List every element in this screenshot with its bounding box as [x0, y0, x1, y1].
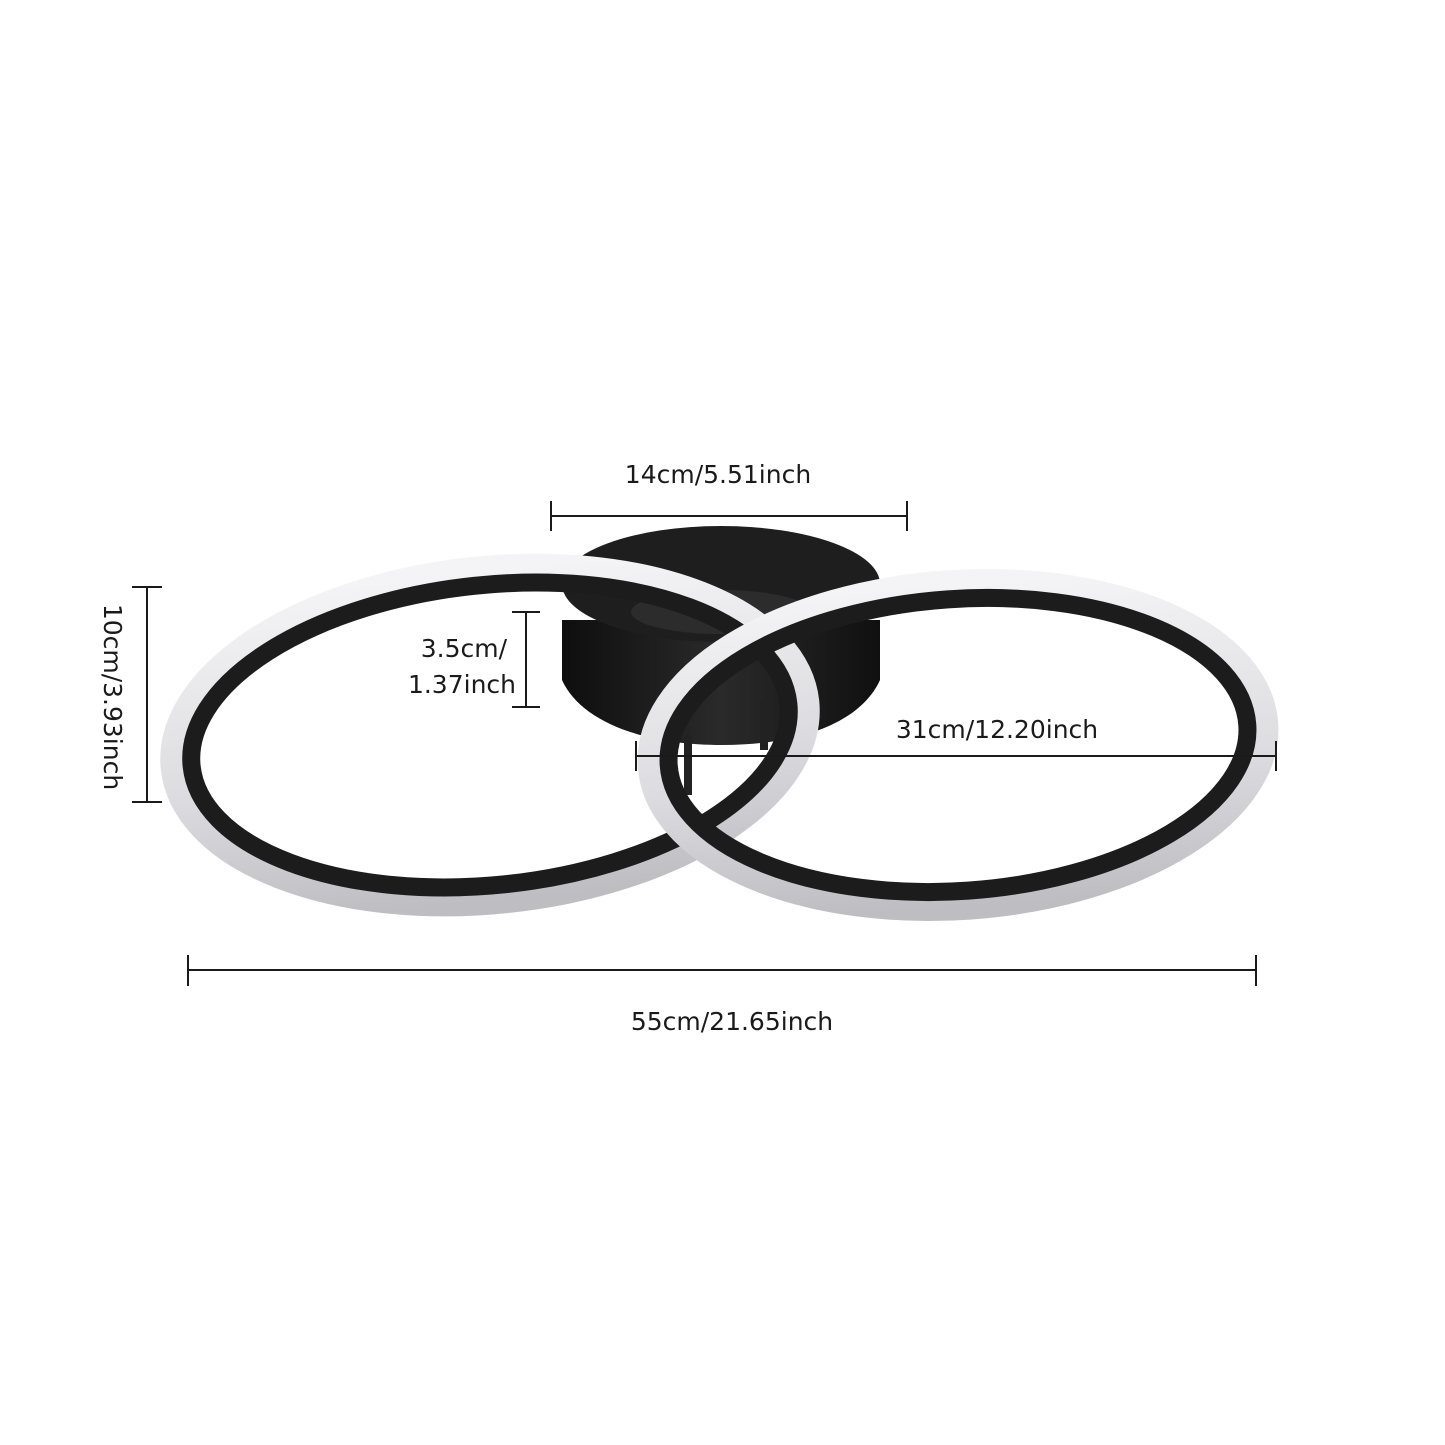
support-rod: [684, 735, 692, 795]
canopy-height-label-line2: 1.37inch: [408, 670, 516, 699]
canopy-height-label-line1: 3.5cm/: [421, 634, 508, 663]
left-ring-frame: [182, 573, 798, 897]
dimension-ring-diameter: 31cm/12.20inch: [635, 715, 1277, 771]
right-ring: [637, 568, 1279, 922]
left-ring-diffuser: [160, 553, 820, 917]
canopy-diameter-label: 14cm/5.51inch: [625, 460, 811, 489]
right-ring-frame: [659, 588, 1257, 902]
left-ring: [160, 553, 820, 917]
dimension-total-length: 55cm/21.65inch: [187, 955, 1257, 1036]
support-rod: [760, 700, 768, 750]
total-length-label: 55cm/21.65inch: [631, 1007, 833, 1036]
support-rods: [684, 700, 768, 795]
height-total-label: 10cm/3.93inch: [98, 604, 127, 790]
dimension-canopy-height: 3.5cm/ 1.37inch: [408, 611, 540, 708]
ring-diameter-label: 31cm/12.20inch: [896, 715, 1098, 744]
right-ring-diffuser: [637, 568, 1279, 922]
dimension-canopy-diameter: 14cm/5.51inch: [550, 460, 908, 531]
dimension-height-total: 10cm/3.93inch: [98, 586, 162, 803]
